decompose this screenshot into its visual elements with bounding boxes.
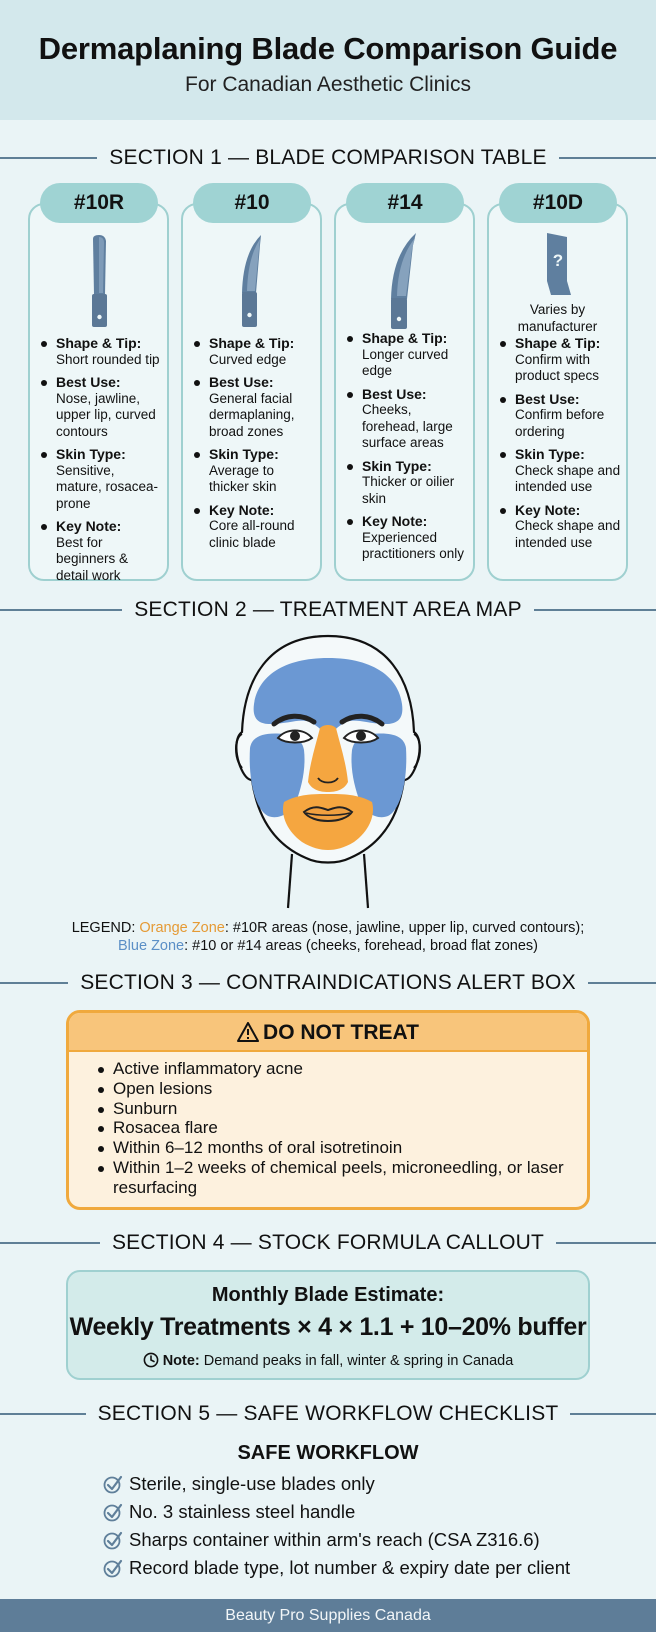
list-item: Shape & Tip:Short rounded tip [38, 335, 163, 368]
divider [558, 157, 656, 159]
divider [570, 1413, 656, 1415]
blade-name-badge: #10D [499, 183, 617, 223]
blade-name-badge: #10 [193, 183, 311, 223]
list-item: Key Note:Experienced practitioners only [344, 513, 469, 563]
list-item: Rosacea flare [97, 1118, 567, 1138]
list-item: Key Note:Best for beginners & detail wor… [38, 518, 163, 584]
formula-heading: Monthly Blade Estimate: [211, 1284, 445, 1306]
blade-card-14: Shape & Tip:Longer curved edge Best Use:… [334, 203, 475, 581]
list-item: Within 1–2 weeks of chemical peels, micr… [97, 1158, 567, 1198]
left-eyebrow [271, 713, 317, 727]
page-subtitle: For Canadian Aesthetic Clinics [185, 73, 471, 96]
section-3-heading: SECTION 3 — CONTRAINDICATIONS ALERT BOX [0, 968, 656, 998]
list-item: Within 6–12 months of oral isotretinoin [97, 1138, 567, 1158]
alert-header: DO NOT TREAT [69, 1013, 587, 1052]
section-1-heading: SECTION 1 — BLADE COMPARISON TABLE [0, 143, 656, 173]
divider [0, 1242, 100, 1244]
treatment-map-legend: LEGEND: Orange Zone: #10R areas (nose, j… [0, 919, 656, 955]
section-2-title: SECTION 2 — TREATMENT AREA MAP [134, 598, 522, 621]
list-item: Key Note:Check shape and intended use [497, 502, 622, 552]
left-cheek-blue-zone [249, 733, 305, 818]
checklist-item: Record blade type, lot number & expiry d… [103, 1554, 570, 1582]
page-header: Dermaplaning Blade Comparison Guide For … [0, 0, 656, 120]
right-cheek-blue-zone [351, 733, 407, 818]
nose-orange-zone [308, 725, 348, 792]
blade-card-10: Shape & Tip:Curved edge Best Use:General… [181, 203, 322, 581]
orange-zone-label: Orange Zone [139, 920, 225, 936]
divider [0, 609, 123, 611]
divider [0, 1413, 86, 1415]
section-3-title: SECTION 3 — CONTRAINDICATIONS ALERT BOX [80, 971, 576, 994]
list-item: Shape & Tip:Longer curved edge [344, 330, 469, 380]
blade-name-badge: #10R [40, 183, 158, 223]
list-item: Skin Type:Average to thicker skin [191, 446, 316, 496]
right-eyebrow [339, 713, 385, 727]
blade-caption: Varies by manufacturer [517, 302, 598, 334]
unknown-blade-icon: ? [547, 233, 571, 295]
legend-line-orange: LEGEND: Orange Zone: #10R areas (nose, j… [71, 920, 585, 936]
list-item: Best Use:General facial dermaplaning, br… [191, 374, 316, 440]
divider [0, 982, 69, 984]
check-circle-icon [103, 1531, 123, 1550]
checklist-item: Sterile, single-use blades only [103, 1470, 570, 1498]
alert-title: DO NOT TREAT [263, 1021, 419, 1044]
checklist-heading: SAFE WORKFLOW [237, 1442, 419, 1464]
section-2-heading: SECTION 2 — TREATMENT AREA MAP [0, 595, 656, 625]
face-treatment-map [235, 634, 421, 909]
clock-icon [143, 1352, 159, 1368]
short-rounded-blade-icon [92, 235, 107, 327]
warning-triangle-icon [237, 1022, 260, 1042]
section-4-title: SECTION 4 — STOCK FORMULA CALLOUT [111, 1231, 545, 1254]
stock-formula-callout: Monthly Blade Estimate: Weekly Treatment… [66, 1270, 590, 1380]
blade-specs-list: Shape & Tip:Curved edge Best Use:General… [191, 335, 316, 557]
list-item: Skin Type:Thicker or oilier skin [344, 458, 469, 508]
checklist-item: Sharps container within arm's reach (CSA… [103, 1526, 570, 1554]
list-item: Best Use:Nose, jawline, upper lip, curve… [38, 374, 163, 440]
list-item: Skin Type:Check shape and intended use [497, 446, 622, 496]
checklist-item: No. 3 stainless steel handle [103, 1498, 570, 1526]
blade-specs-list: Shape & Tip:Short rounded tip Best Use:N… [38, 335, 163, 590]
check-circle-icon [103, 1559, 123, 1578]
check-circle-icon [103, 1475, 123, 1494]
blue-zone-label: Blue Zone [118, 938, 185, 954]
contraindications-list: Active inflammatory acne Open lesions Su… [97, 1059, 567, 1198]
blade-specs-list: Shape & Tip:Confirm with product specs B… [497, 335, 622, 557]
blade-card-10d: ? Varies by manufacturer Shape & Tip:Con… [487, 203, 628, 581]
formula-text: Weekly Treatments × 4 × 1.1 + 10–20% buf… [69, 1313, 587, 1341]
section-5-title: SECTION 5 — SAFE WORKFLOW CHECKLIST [97, 1402, 559, 1425]
safe-workflow-checklist: Sterile, single-use blades only No. 3 st… [103, 1470, 570, 1582]
list-item: Shape & Tip:Confirm with product specs [497, 335, 622, 385]
formula-note: Note: Demand peaks in fall, winter & spr… [68, 1352, 588, 1369]
divider [587, 982, 656, 984]
page-title: Dermaplaning Blade Comparison Guide [38, 31, 618, 66]
list-item: Open lesions [97, 1079, 567, 1099]
list-item: Active inflammatory acne [97, 1059, 567, 1079]
blade-specs-list: Shape & Tip:Longer curved edge Best Use:… [344, 330, 469, 569]
list-item: Key Note:Core all-round clinic blade [191, 502, 316, 552]
check-circle-icon [103, 1503, 123, 1522]
section-1-title: SECTION 1 — BLADE COMPARISON TABLE [109, 146, 547, 169]
contraindications-alert-box: DO NOT TREAT Active inflammatory acne Op… [66, 1010, 590, 1210]
question-mark-icon: ? [553, 251, 563, 270]
divider [533, 609, 656, 611]
blade-name-badge: #14 [346, 183, 464, 223]
curved-blade-icon [242, 235, 261, 327]
list-item: Shape & Tip:Curved edge [191, 335, 316, 368]
footer: Beauty Pro Supplies Canada [0, 1599, 656, 1632]
lips [302, 806, 354, 822]
blade-card-10r: Shape & Tip:Short rounded tip Best Use:N… [28, 203, 169, 583]
section-5-heading: SECTION 5 — SAFE WORKFLOW CHECKLIST [0, 1399, 656, 1429]
list-item: Sunburn [97, 1099, 567, 1119]
list-item: Best Use:Confirm before ordering [497, 391, 622, 441]
divider [0, 157, 98, 159]
long-curved-blade-icon [391, 233, 416, 329]
list-item: Best Use:Cheeks, forehead, large surface… [344, 386, 469, 452]
list-item: Skin Type:Sensitive, mature, rosacea-pro… [38, 446, 163, 512]
divider [556, 1242, 656, 1244]
legend-line-blue: Blue Zone: #10 or #14 areas (cheeks, for… [118, 938, 538, 954]
section-4-heading: SECTION 4 — STOCK FORMULA CALLOUT [0, 1228, 656, 1258]
